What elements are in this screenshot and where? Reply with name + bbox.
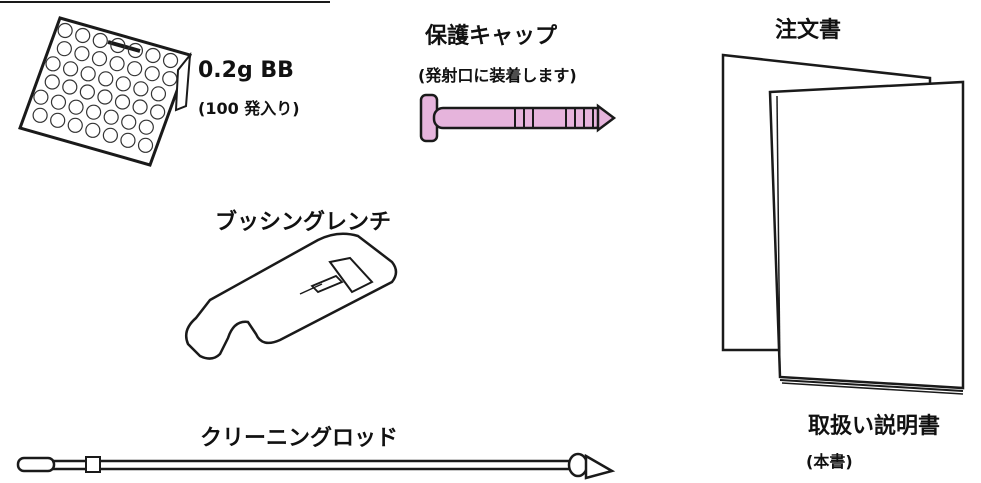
bb-ball [114, 94, 131, 110]
bb-ball [133, 81, 149, 97]
bb-ball [144, 66, 160, 82]
bb-ball [127, 61, 143, 77]
bb-ball [74, 46, 90, 62]
bb-ball [50, 94, 67, 110]
cleaning-rod-icon [16, 452, 616, 480]
bb-ball [80, 66, 96, 82]
bb-ball [115, 76, 131, 92]
bb-ball [79, 84, 95, 100]
bb-ball [75, 27, 91, 44]
bb-ball [127, 42, 144, 59]
bb-ball [44, 74, 60, 90]
bb-pack-icon [18, 16, 192, 167]
bb-ball [97, 89, 113, 105]
bb-ball [150, 86, 167, 102]
bb-ball [62, 61, 79, 77]
bb-ball [62, 79, 78, 95]
bb-ball [32, 107, 48, 123]
bb-ball [103, 109, 119, 125]
bb-ball [67, 117, 83, 133]
bb-ball [121, 114, 137, 130]
cap-name: 保護キャップ [425, 24, 558, 49]
bb-ball [56, 41, 72, 57]
bb-ball [162, 52, 179, 69]
bb-ball [92, 32, 108, 49]
wrench-name: ブッシングレンチ [215, 210, 392, 235]
instruction-manual-icon [768, 80, 965, 395]
cap-note: (発射口に装着します) [418, 66, 577, 85]
bb-ball [102, 127, 118, 143]
bb-ball [109, 56, 125, 72]
bb-ball [110, 37, 126, 54]
bb-ball [91, 51, 108, 67]
bb-ball [150, 104, 166, 120]
bb-ball [68, 99, 84, 115]
manual-note: (本書) [806, 452, 853, 471]
protective-cap-icon [419, 93, 617, 143]
bb-name: 0.2g BB [198, 58, 294, 83]
bb-ball [85, 122, 101, 138]
manual-name: 取扱い説明書 [808, 414, 941, 439]
bb-ball [137, 137, 154, 153]
bb-ball [145, 47, 161, 64]
bb-ball [132, 99, 148, 115]
bb-ball [138, 119, 154, 135]
bb-ball [86, 104, 102, 120]
rod-name: クリーニングロッド [200, 426, 399, 451]
bb-ball [50, 112, 66, 128]
bb-ball [98, 71, 114, 87]
bb-ball [120, 132, 136, 148]
bb-ball [33, 89, 49, 105]
bb-ball [162, 71, 178, 87]
bb-ball [57, 22, 73, 39]
bushing-wrench-icon [185, 232, 398, 360]
order-form-name: 注文書 [775, 18, 842, 43]
bb-ball [45, 56, 61, 72]
bb-note: (100 発入り) [198, 99, 300, 118]
